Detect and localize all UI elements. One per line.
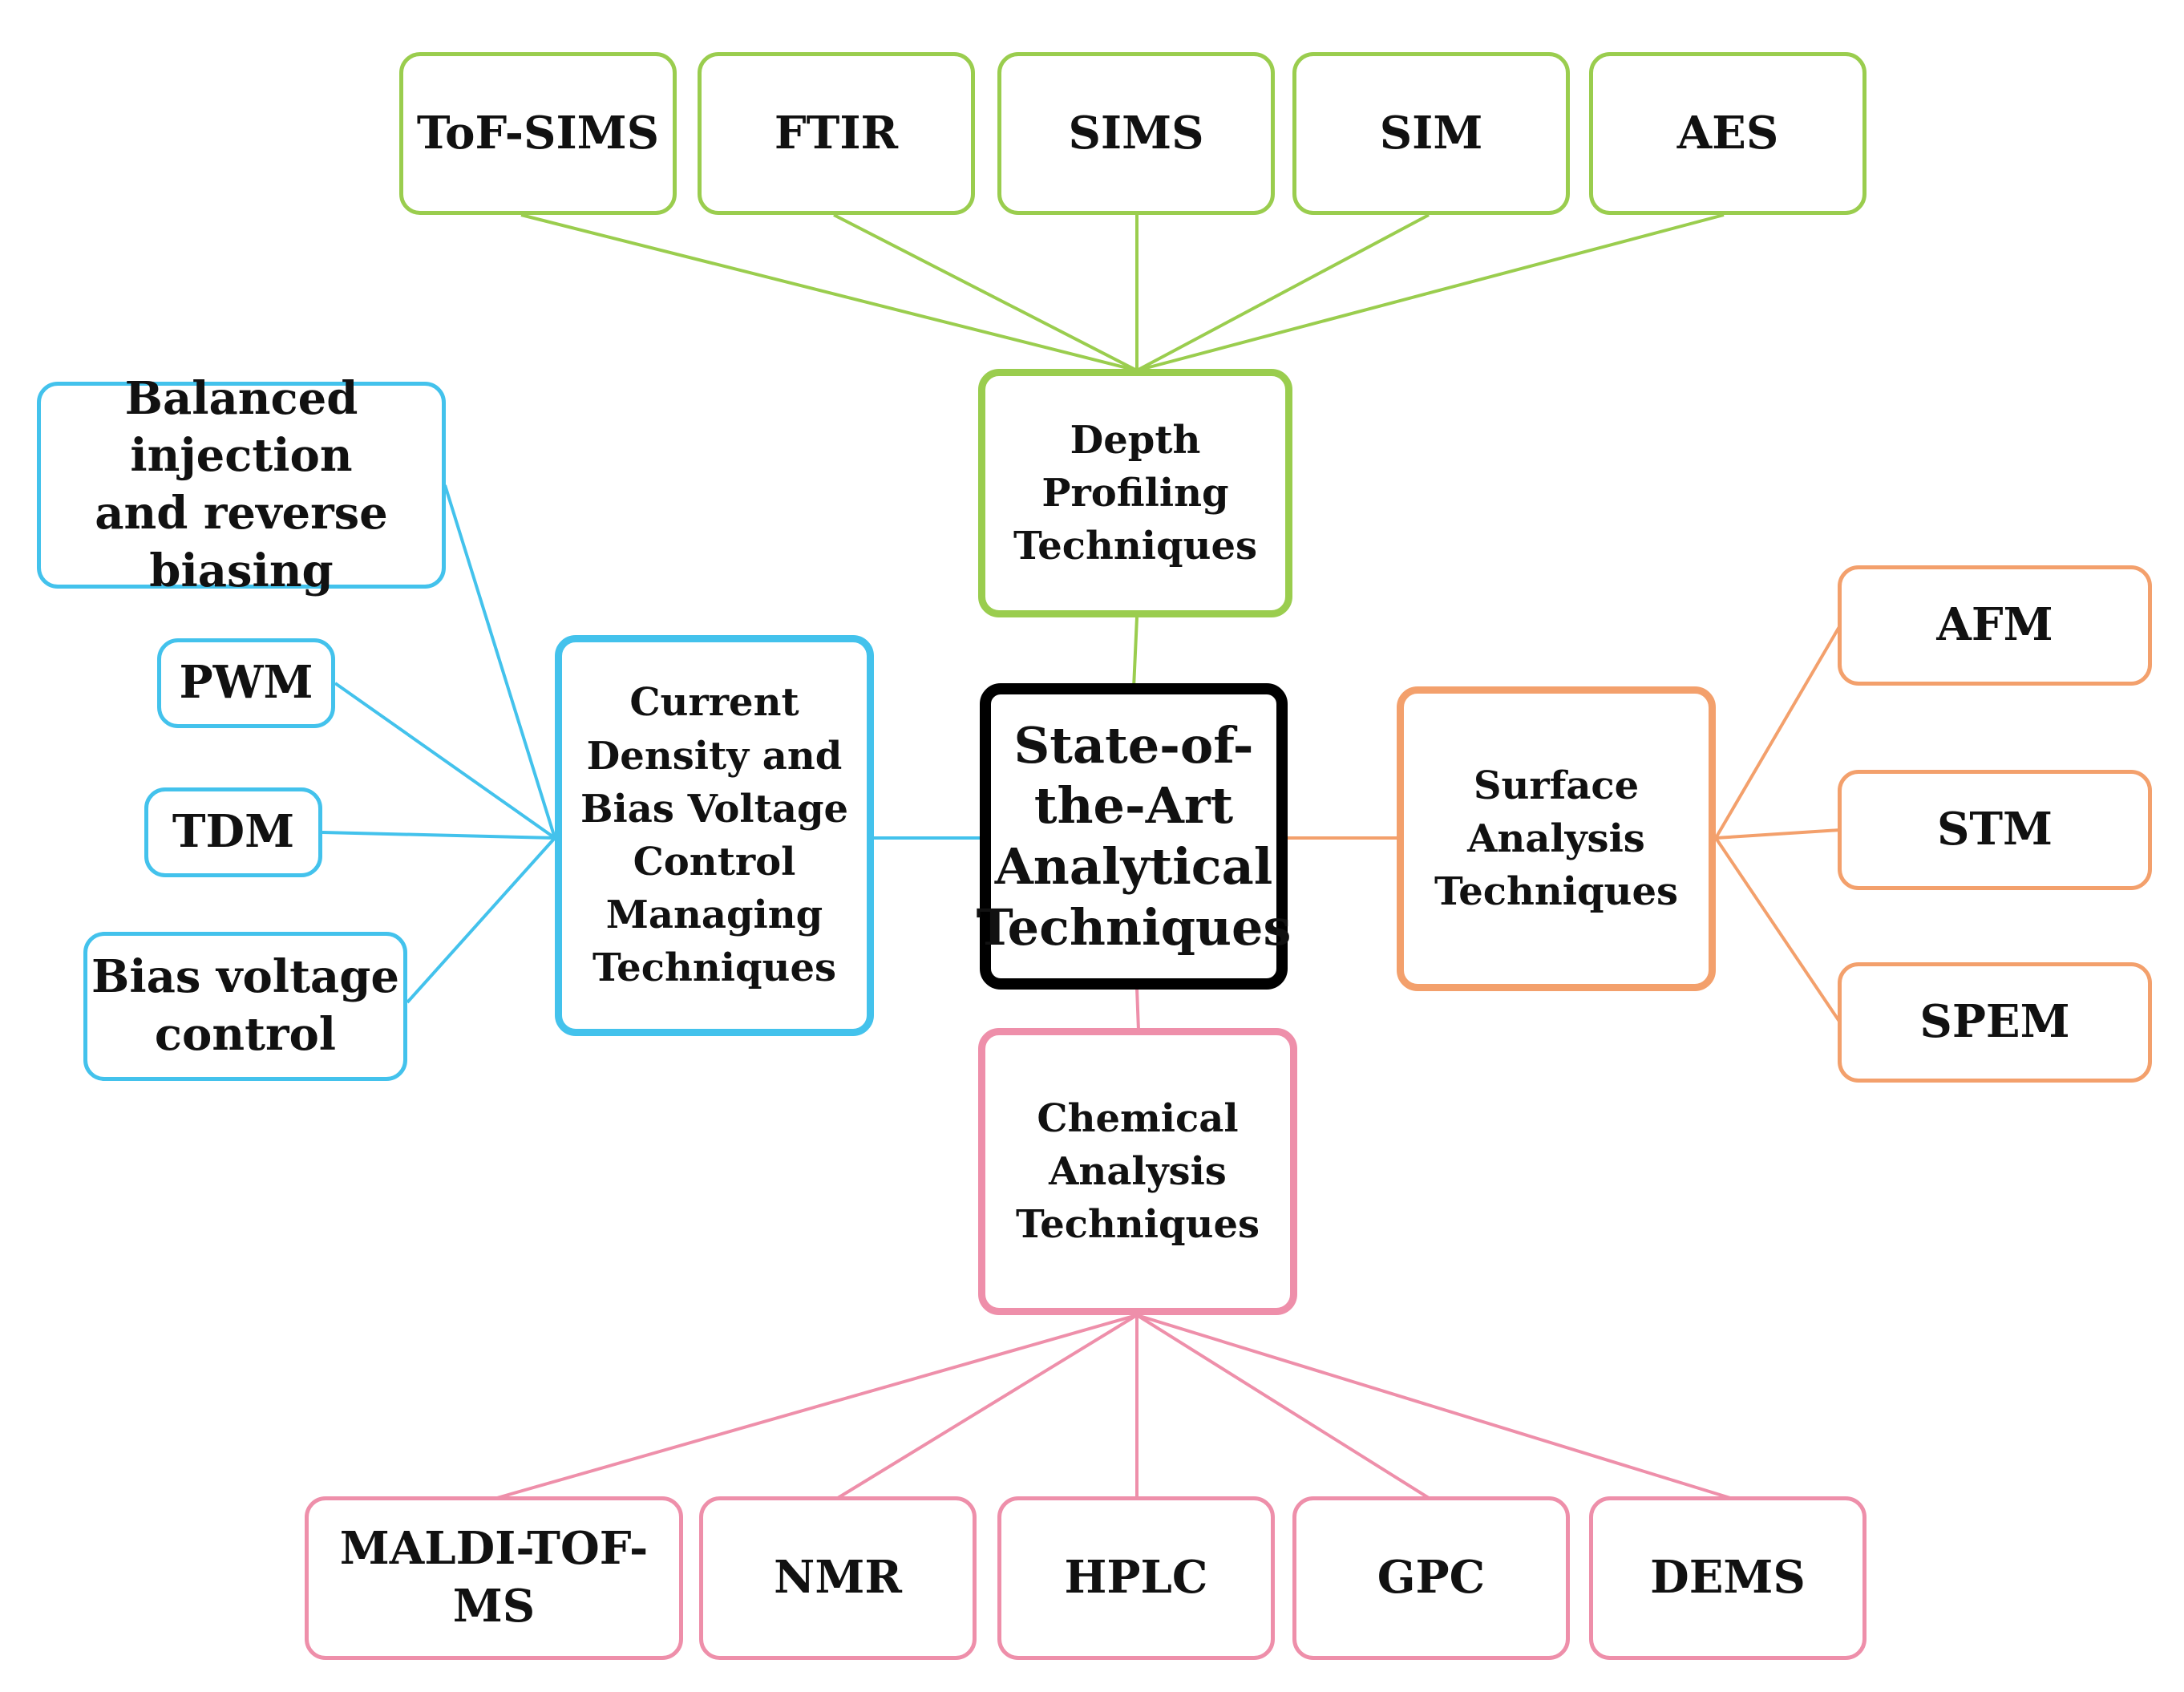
connector-chemical-nmr [836, 1314, 1139, 1500]
connector-surface-stm [1715, 828, 1841, 840]
connector-current-bias [406, 836, 556, 1004]
node-maldi-tof-ms: MALDI-TOF- MS [305, 1496, 683, 1660]
connector-depth-sim [1136, 213, 1430, 372]
node-hplc: HPLC [997, 1496, 1275, 1660]
node-dems: DEMS [1589, 1496, 1867, 1660]
connector-current-balanced [443, 484, 556, 839]
connector-chemical-maldi [496, 1314, 1138, 1500]
connector-current-tdm [322, 831, 556, 840]
connector-center-depth [1132, 617, 1139, 689]
node-afm: AFM [1838, 565, 2152, 686]
node-sims: SIMS [997, 52, 1275, 215]
connector-depth-ftir [833, 213, 1138, 372]
node-ftir: FTIR [698, 52, 975, 215]
node-current-density: Current Density and Bias Voltage Control… [555, 635, 874, 1036]
connector-center-chemical [1135, 987, 1140, 1031]
node-pwm: PWM [157, 638, 335, 728]
connector-surface-afm [1714, 624, 1842, 840]
node-sim: SIM [1292, 52, 1570, 215]
connector-depth-tof-sims [520, 213, 1138, 372]
connector-current-pwm [334, 682, 556, 840]
node-stm: STM [1838, 770, 2152, 890]
node-spem: SPEM [1838, 962, 2152, 1083]
node-chemical-analysis: Chemical Analysis Techniques [978, 1028, 1297, 1315]
connector-depth-aes [1136, 213, 1725, 372]
node-balanced-injection: Balanced injection and reverse biasing [37, 372, 446, 597]
node-depth-profiling: Depth Profiling Techniques [978, 369, 1292, 617]
node-tof-sims: ToF-SIMS [399, 52, 677, 215]
node-aes: AES [1589, 52, 1867, 215]
node-bias-voltage-control: Bias voltage control [83, 932, 407, 1081]
connector-chemical-dems [1136, 1314, 1731, 1500]
node-surface-analysis: Surface Analysis Techniques [1397, 686, 1716, 991]
node-central-topic: State-of- the-Art Analytical Techniques [977, 683, 1291, 990]
node-nmr: NMR [699, 1496, 977, 1660]
node-gpc: GPC [1292, 1496, 1570, 1660]
node-tdm: TDM [144, 787, 322, 877]
connector-chemical-gpc [1135, 1314, 1430, 1500]
connector-surface-spem [1714, 836, 1842, 1024]
